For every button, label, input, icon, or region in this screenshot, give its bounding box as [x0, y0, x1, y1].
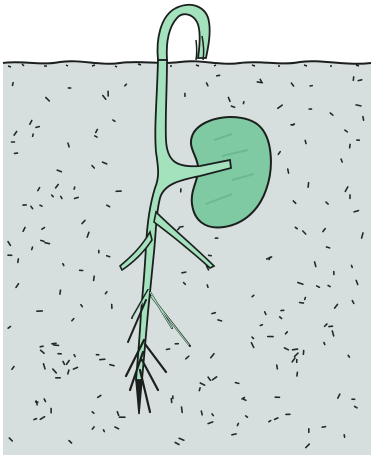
soil-speck — [308, 183, 309, 188]
soil-speck — [45, 243, 50, 244]
soil-speck — [125, 84, 127, 86]
soil-speck — [201, 411, 202, 415]
soil — [3, 61, 371, 455]
soil-speck — [41, 240, 44, 241]
soil-speck — [231, 106, 234, 107]
soil-speck — [40, 346, 43, 347]
soil-speck — [246, 416, 248, 417]
soil-speck — [32, 247, 33, 250]
soil-speck — [277, 365, 278, 369]
soil-speck — [292, 124, 294, 125]
soil-speck — [324, 343, 325, 345]
cotyledon-hook — [158, 5, 210, 60]
soil-speck — [60, 290, 61, 294]
soil-speck — [207, 285, 208, 287]
soil-speck — [74, 355, 75, 357]
soil-speck — [252, 337, 254, 338]
soil-speck — [235, 383, 238, 384]
soil-speck — [68, 370, 69, 374]
soil-speck — [63, 264, 64, 266]
soil-speck — [212, 313, 215, 314]
soil-speck — [33, 134, 34, 136]
soil-speck — [322, 427, 325, 428]
soil-speck — [293, 349, 298, 350]
soil-speck — [182, 407, 183, 412]
soil-speck — [61, 196, 62, 198]
soil-speck — [167, 349, 170, 350]
soil-speck — [68, 143, 69, 147]
soil-speck — [358, 80, 362, 81]
soil-speck — [18, 259, 19, 263]
soil-speck — [92, 412, 94, 413]
soil-speck — [52, 195, 54, 197]
soil-speck — [348, 355, 349, 357]
soil-speck — [243, 102, 244, 104]
soil-speck — [107, 256, 110, 257]
soil-speck — [199, 388, 200, 391]
soil-speck — [13, 83, 14, 86]
soil-speck — [75, 197, 79, 198]
soil-speck — [341, 159, 342, 162]
soil-speck — [110, 365, 114, 366]
soil-speck — [260, 79, 261, 81]
soil-speck — [305, 140, 306, 143]
soil-speck — [212, 414, 213, 416]
soil-speck — [52, 343, 56, 344]
soil-speck — [100, 359, 105, 360]
soil-speck — [350, 144, 351, 147]
soil-speck — [269, 421, 271, 422]
soil-speck — [113, 120, 115, 121]
soil-speck — [295, 227, 297, 228]
soil-speck — [265, 312, 266, 315]
soil-speck — [352, 265, 353, 267]
soil-speck — [328, 286, 330, 287]
soil-speck — [356, 105, 361, 106]
soil-speck — [182, 272, 186, 273]
soil-speck — [95, 136, 97, 137]
soil-speck — [34, 419, 37, 420]
soil-speck — [300, 303, 304, 304]
soil-speck — [260, 325, 262, 326]
soil-speck — [297, 372, 298, 376]
soil-speck — [232, 434, 236, 435]
soil-speck — [252, 295, 254, 296]
soil-speck — [94, 276, 95, 280]
soil-speck — [257, 82, 262, 83]
soil-speck — [288, 169, 289, 173]
soil-speck — [237, 423, 238, 425]
soil-speck — [40, 205, 42, 206]
soil-speck — [217, 75, 220, 76]
soil-speck — [218, 320, 222, 321]
soil-speck — [243, 399, 246, 400]
soil-speck — [74, 187, 75, 189]
soil-speck — [36, 127, 39, 128]
soil-speck — [104, 430, 105, 432]
soil-speck — [179, 227, 183, 228]
soil-speck — [363, 117, 364, 121]
soil-speck — [327, 247, 330, 248]
soil-speck — [178, 228, 179, 229]
soil-speck — [305, 298, 306, 300]
